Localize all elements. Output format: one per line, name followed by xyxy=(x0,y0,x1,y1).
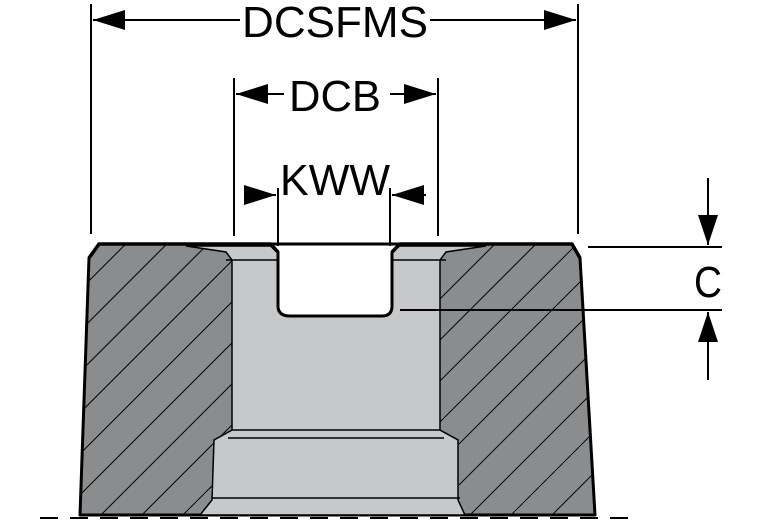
top-face-outline xyxy=(87,242,582,260)
kww-label: KWW xyxy=(280,156,390,205)
arrowhead xyxy=(544,10,576,30)
arrowhead xyxy=(236,84,268,104)
dimension-kww: KWW xyxy=(244,156,426,246)
arrowhead xyxy=(93,10,125,30)
arrowhead xyxy=(698,215,718,245)
arrowhead xyxy=(392,185,424,205)
dimension-c: C xyxy=(400,178,722,380)
arrowhead xyxy=(404,84,436,104)
dimension-dcb: DCB xyxy=(233,72,439,236)
dimension-dcsfms: DCSFMS xyxy=(90,0,579,234)
arrowhead xyxy=(698,312,718,342)
dcsfms-label: DCSFMS xyxy=(242,0,428,47)
bore-section xyxy=(185,245,487,516)
dcb-label: DCB xyxy=(289,72,381,121)
key-way-slot xyxy=(269,242,402,318)
arrowhead xyxy=(244,185,276,205)
c-label: C xyxy=(694,258,722,307)
